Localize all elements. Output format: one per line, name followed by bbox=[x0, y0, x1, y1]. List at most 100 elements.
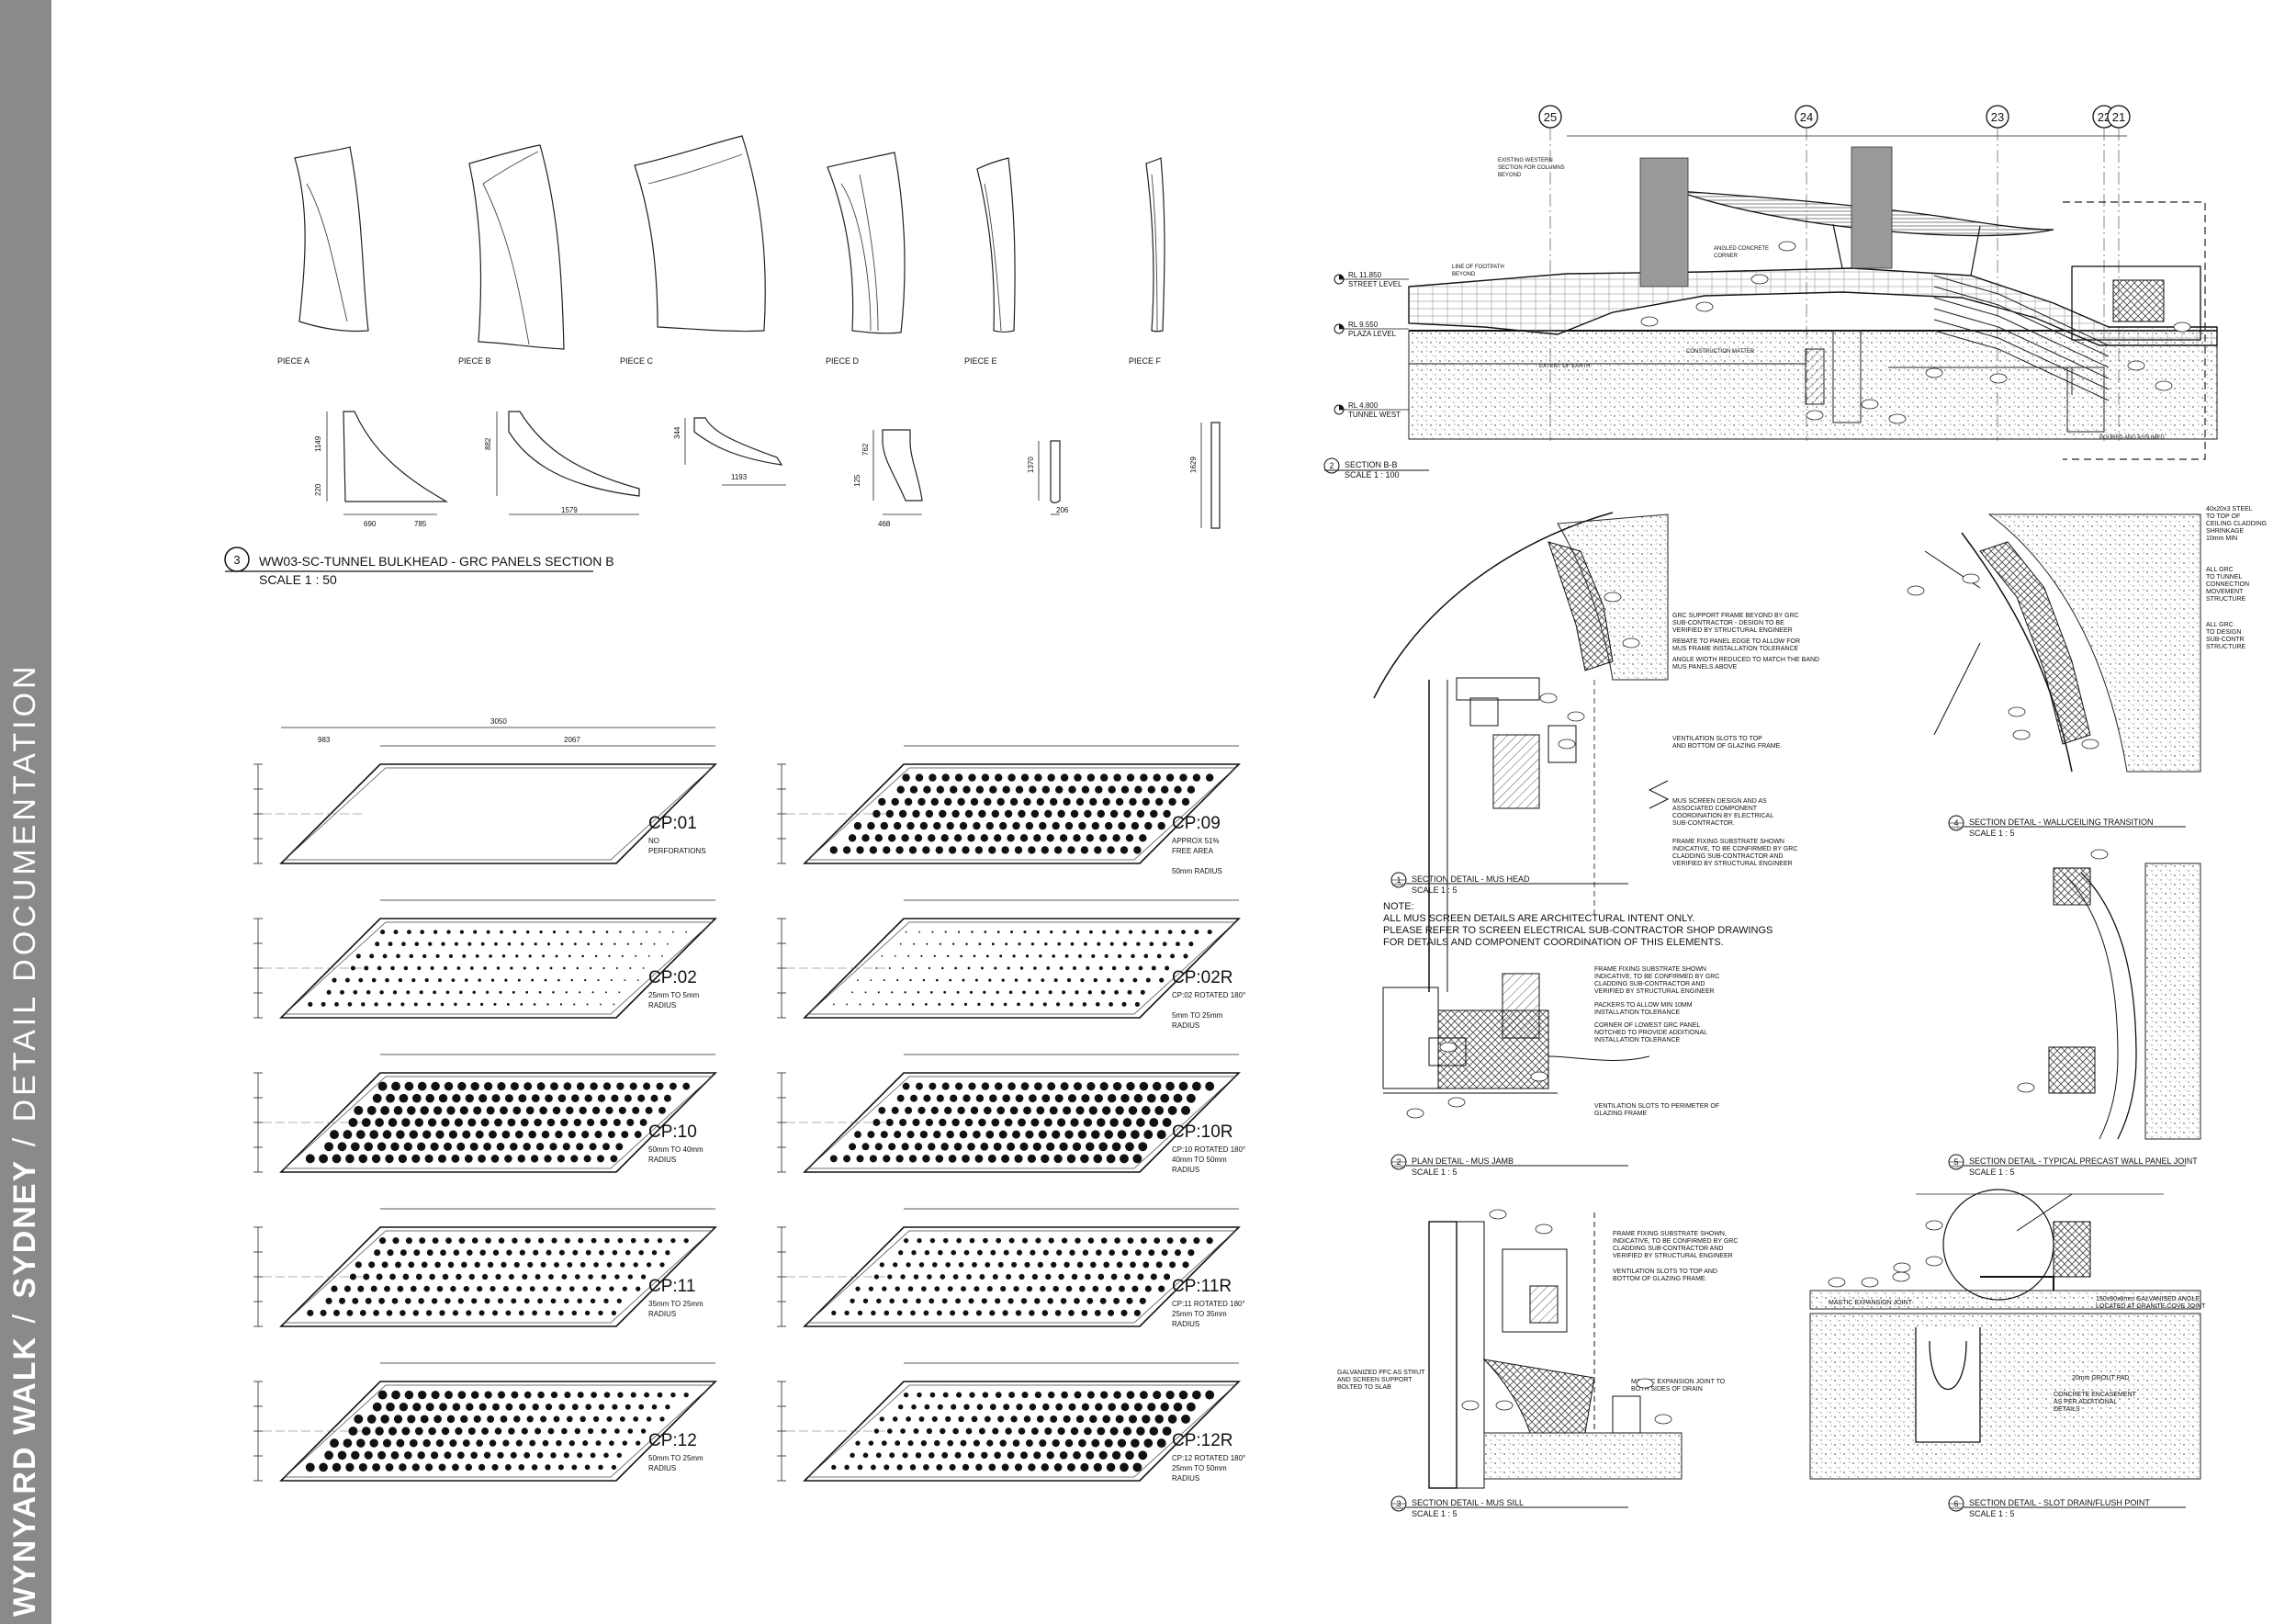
svg-text:CLADDING SUB-CONTRACTOR AND: CLADDING SUB-CONTRACTOR AND bbox=[1672, 853, 1783, 860]
svg-text:NOTE:: NOTE: bbox=[1383, 901, 1414, 912]
panel-note: RADIUS bbox=[1172, 1320, 1199, 1328]
svg-text:CLADDING SUB-CONTRACTOR AND: CLADDING SUB-CONTRACTOR AND bbox=[1594, 981, 1705, 987]
svg-text:VERIFIED BY STRUCTURAL ENGINEE: VERIFIED BY STRUCTURAL ENGINEER bbox=[1672, 861, 1793, 867]
piece-label: PIECE B bbox=[458, 356, 491, 366]
detail-ref: DS4601 bbox=[1950, 825, 1964, 829]
svg-text:2: 2 bbox=[1329, 461, 1334, 470]
detail-label: SECTION DETAIL - TYPICAL PRECAST WALL PA… bbox=[1969, 1156, 2198, 1166]
panel-note: RADIUS bbox=[1172, 1021, 1199, 1030]
dimension-label: 1629 bbox=[1189, 457, 1198, 473]
dimension-label: 1579 bbox=[561, 506, 578, 514]
svg-text:INSTALLATION TOLERANCE: INSTALLATION TOLERANCE bbox=[1594, 1009, 1681, 1016]
panel-note: CP:12 ROTATED 180° bbox=[1172, 1454, 1245, 1462]
svg-text:SUB-CONTR: SUB-CONTR bbox=[2206, 637, 2245, 643]
detail-scale: SCALE 1 : 5 bbox=[1969, 1509, 2015, 1518]
svg-text:INDICATIVE, TO BE CONFIRMED BY: INDICATIVE, TO BE CONFIRMED BY GRC bbox=[1613, 1238, 1738, 1245]
detail-wall-ceiling: 40x20x3 STEEL TO TOP OF CEILING CLADDING… bbox=[1907, 506, 2267, 773]
grid-marker-24: 24 bbox=[1795, 105, 1818, 441]
existing-column bbox=[1851, 146, 1893, 269]
dimension-label: 206 bbox=[1056, 506, 1069, 514]
piece-label: PIECE C bbox=[620, 356, 654, 366]
svg-text:AND BOTTOM OF GLAZING FRAME.: AND BOTTOM OF GLAZING FRAME. bbox=[1672, 743, 1782, 750]
svg-text:INDICATIVE, TO BE CONFIRMED BY: INDICATIVE, TO BE CONFIRMED BY GRC bbox=[1594, 974, 1719, 980]
detail-scale: SCALE 1 : 5 bbox=[1412, 885, 1458, 895]
dimension-label: 1370 bbox=[1027, 457, 1035, 473]
svg-text:VERIFIED BY STRUCTURAL ENGINEE: VERIFIED BY STRUCTURAL ENGINEER bbox=[1672, 627, 1793, 634]
detail-label: SECTION DETAIL - MUS SILL bbox=[1412, 1498, 1524, 1507]
panel-note: PERFORATIONS bbox=[648, 847, 706, 855]
project-name: WYNYARD WALK bbox=[7, 1335, 42, 1617]
dimension-label: 882 bbox=[484, 437, 492, 450]
detail-precast-joint bbox=[2017, 849, 2201, 1140]
svg-text:BOTH SIDES OF DRAIN: BOTH SIDES OF DRAIN bbox=[1631, 1386, 1703, 1393]
detail-scale: SCALE 1 : 5 bbox=[1969, 829, 2015, 838]
panel-note: NO bbox=[648, 837, 659, 845]
dimension-label: 785 bbox=[414, 520, 427, 528]
piece-d: PIECE D bbox=[826, 152, 906, 366]
detail-scale: SCALE 1 : 5 bbox=[1969, 1167, 2015, 1177]
svg-text:ALL GRC: ALL GRC bbox=[2206, 622, 2234, 628]
svg-text:SHRINKAGE: SHRINKAGE bbox=[2206, 528, 2245, 535]
dimension-label: 468 bbox=[878, 520, 891, 528]
svg-text:ASSOCIATED COMPONENT: ASSOCIATED COMPONENT bbox=[1672, 806, 1758, 812]
section-b-label: WW03-SC-TUNNEL BULKHEAD - GRC PANELS SEC… bbox=[259, 554, 614, 569]
panel-id: CP:01 bbox=[648, 814, 697, 833]
svg-text:CONNECTION: CONNECTION bbox=[2206, 581, 2249, 588]
dimension-label: 1193 bbox=[731, 473, 748, 481]
panel-note: 50mm TO 25mm bbox=[648, 1454, 703, 1462]
detail-ref: DS4601 bbox=[1950, 1506, 1964, 1510]
svg-text:BOTTOM OF GLAZING FRAME.: BOTTOM OF GLAZING FRAME. bbox=[1613, 1276, 1707, 1282]
svg-text:20mm GROUT PAD: 20mm GROUT PAD bbox=[2072, 1375, 2129, 1382]
note-block: NOTE: ALL MUS SCREEN DETAILS ARE ARCHITE… bbox=[1383, 901, 1773, 948]
svg-text:CONSTRUCTION MATTER: CONSTRUCTION MATTER bbox=[1686, 349, 1755, 355]
existing-column bbox=[1639, 157, 1689, 288]
svg-text:BOLTED TO SLAB: BOLTED TO SLAB bbox=[1337, 1384, 1391, 1391]
svg-text:MOVEMENT: MOVEMENT bbox=[2206, 589, 2244, 595]
panel-note: 25mm TO 5mm bbox=[648, 991, 700, 999]
svg-text:BEYOND: BEYOND bbox=[1452, 272, 1476, 277]
svg-text:CLADDING SUB-CONTRACTOR AND: CLADDING SUB-CONTRACTOR AND bbox=[1613, 1246, 1723, 1252]
panel-note: RADIUS bbox=[648, 1156, 676, 1164]
detail-scale: SCALE 1 : 5 bbox=[1412, 1509, 1458, 1518]
level-rl: RL 11.850 bbox=[1348, 271, 1382, 279]
svg-text:DETAILS: DETAILS bbox=[2054, 1406, 2080, 1413]
svg-text:PLEASE REFER TO SCREEN ELECTRI: PLEASE REFER TO SCREEN ELECTRICAL SUB-CO… bbox=[1383, 925, 1773, 936]
detail-ref: DS4601 bbox=[1392, 1164, 1406, 1168]
dimension-label: 125 bbox=[853, 474, 861, 487]
panel-note: CP:10 ROTATED 180° bbox=[1172, 1145, 1245, 1154]
grid-label: 24 bbox=[1800, 110, 1813, 124]
panel-id: CP:10R bbox=[1172, 1122, 1233, 1142]
svg-text:MASTIC EXPANSION JOINT: MASTIC EXPANSION JOINT bbox=[1829, 1300, 1913, 1306]
detail-mus-jamb: FRAME FIXING SUBSTRATE SHOWN INDICATIVE,… bbox=[1382, 966, 1719, 1119]
panel-note: RADIUS bbox=[1172, 1166, 1199, 1174]
svg-text:PACKERS TO ALLOW MIN 10MM: PACKERS TO ALLOW MIN 10MM bbox=[1594, 1002, 1693, 1009]
panel-id: CP:02R bbox=[1172, 968, 1233, 987]
svg-text:40x20x3 STEEL: 40x20x3 STEEL bbox=[2206, 506, 2253, 513]
svg-text:CORNER OF LOWEST GRC PANEL: CORNER OF LOWEST GRC PANEL bbox=[1594, 1022, 1700, 1029]
svg-text:VERIFIED BY STRUCTURAL ENGINEE: VERIFIED BY STRUCTURAL ENGINEER bbox=[1594, 988, 1715, 995]
svg-text:VENTILATION SLOTS TO TOP: VENTILATION SLOTS TO TOP bbox=[1672, 736, 1762, 742]
panel-note: CP:11 ROTATED 180° bbox=[1172, 1300, 1245, 1308]
svg-text:VENTILATION SLOTS TO PERIMETER: VENTILATION SLOTS TO PERIMETER OF bbox=[1594, 1103, 1719, 1110]
section-b-scale: SCALE 1 : 50 bbox=[259, 572, 337, 587]
detail-label: PLAN DETAIL - MUS JAMB bbox=[1412, 1156, 1514, 1166]
dimension-label: 220 bbox=[314, 483, 322, 496]
grid-label: 22 bbox=[2098, 110, 2110, 124]
panel-note: 50mm TO 40mm bbox=[648, 1145, 703, 1154]
level-name: STREET LEVEL bbox=[1348, 280, 1402, 288]
panel-id: CP:02 bbox=[648, 968, 697, 987]
panel-note: CP:02 ROTATED 180° bbox=[1172, 991, 1245, 999]
